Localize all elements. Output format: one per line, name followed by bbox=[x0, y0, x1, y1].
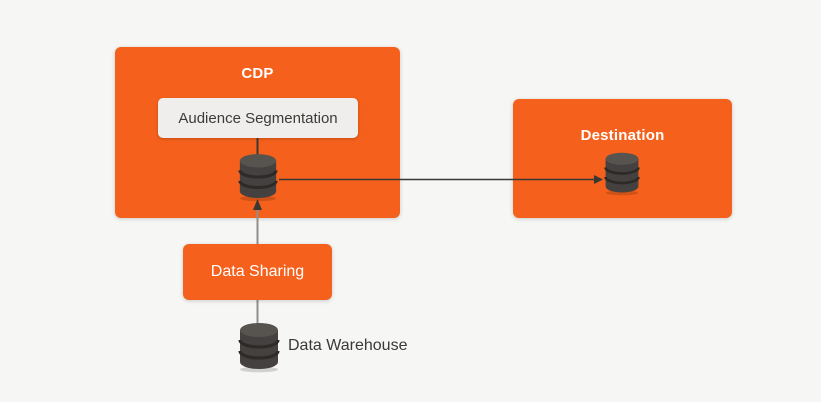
node-audience-segmentation: Audience Segmentation bbox=[158, 98, 358, 138]
node-destination-label: Destination bbox=[580, 127, 665, 144]
database-icon bbox=[604, 152, 640, 196]
node-audience-segmentation-label: Audience Segmentation bbox=[178, 109, 338, 127]
database-icon bbox=[238, 323, 280, 373]
node-cdp-label: CDP bbox=[241, 65, 274, 82]
node-destination: Destination bbox=[513, 99, 732, 218]
node-data-sharing-label: Data Sharing bbox=[210, 263, 305, 280]
node-data-sharing: Data Sharing bbox=[183, 244, 332, 300]
node-data-warehouse-label: Data Warehouse bbox=[288, 337, 408, 354]
database-icon bbox=[238, 154, 278, 202]
